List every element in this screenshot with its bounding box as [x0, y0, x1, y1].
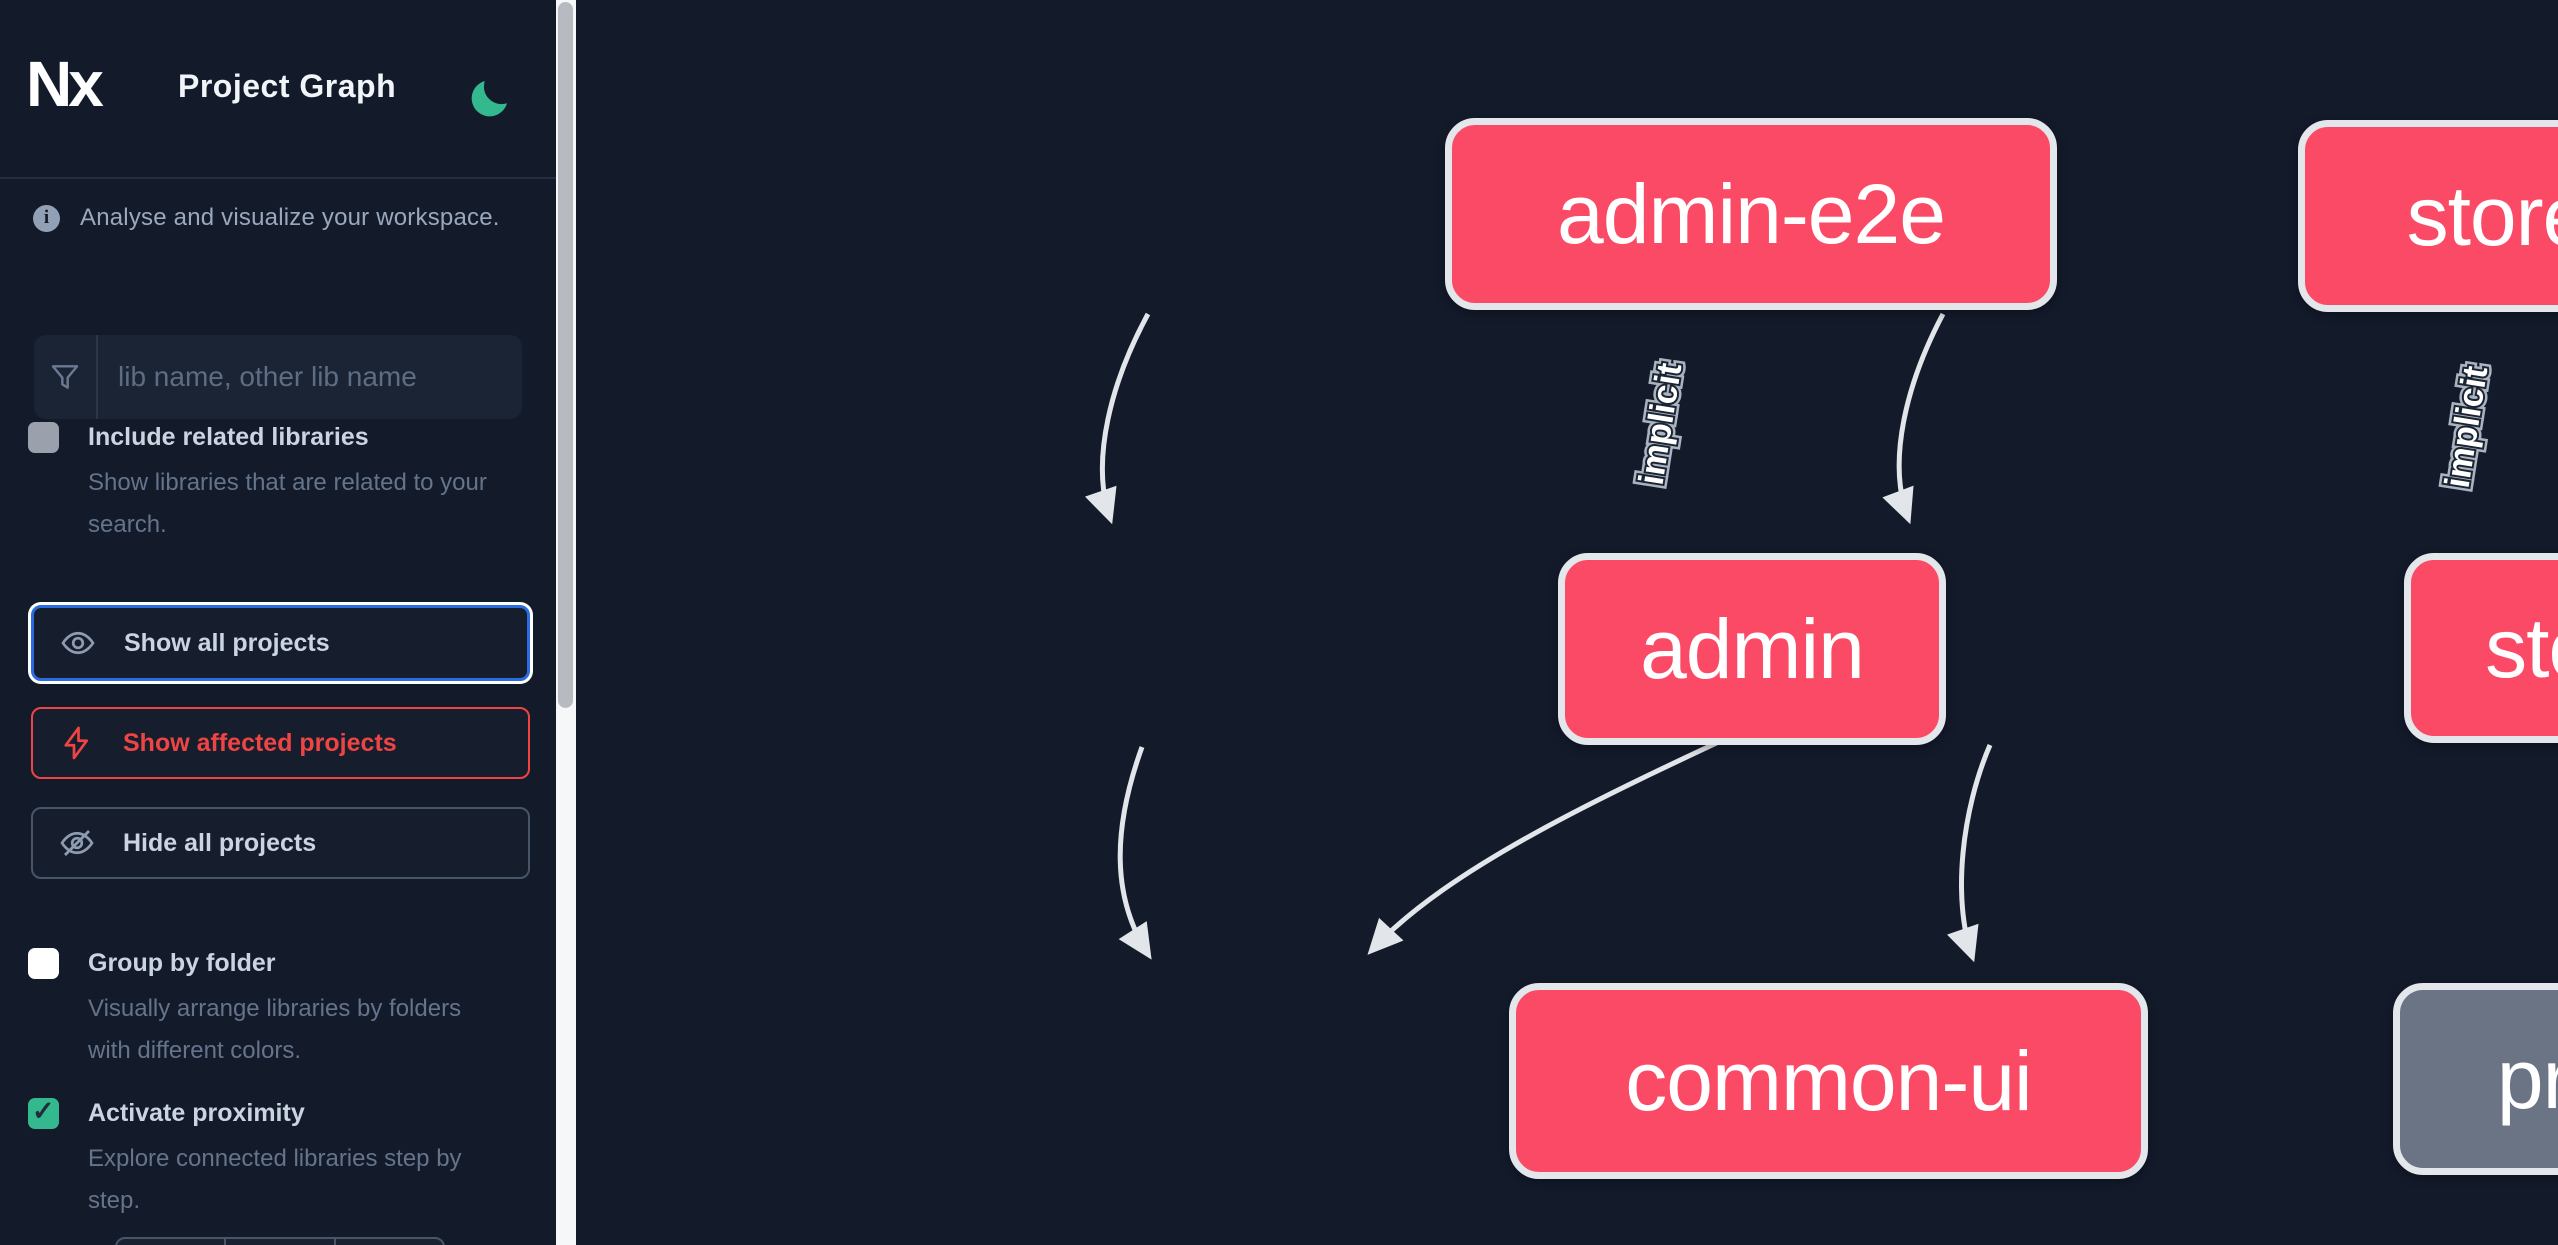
tagline-text: Analyse and visualize your workspace.: [80, 204, 500, 231]
node-label: common-ui: [1625, 1033, 2032, 1128]
option-label: Group by folder: [88, 949, 276, 977]
graph-node-admin[interactable]: admin: [1558, 553, 1946, 745]
graph-node-store[interactable]: store: [2404, 553, 2558, 743]
funnel-icon: [34, 335, 98, 419]
option-group-by-folder: Group by folder Visually arrange librari…: [28, 946, 498, 1072]
sidebar-header: Nx Project Graph: [0, 0, 556, 178]
project-graph-canvas[interactable]: admin-e2e store-e2e admin store common-u…: [576, 0, 2558, 1245]
node-label: admin-e2e: [1557, 166, 1946, 261]
eye-icon: [60, 625, 96, 661]
search-input[interactable]: [98, 337, 522, 417]
option-label: Include related libraries: [88, 423, 369, 451]
button-label: Hide all projects: [123, 828, 317, 857]
group-by-folder-checkbox[interactable]: [28, 948, 59, 979]
option-description: Show libraries that are related to your …: [88, 469, 487, 538]
option-label: Activate proximity: [88, 1099, 305, 1127]
node-label: store-e2e: [2406, 168, 2558, 263]
node-label: admin: [1640, 601, 1865, 696]
hide-all-projects-button[interactable]: Hide all projects: [31, 807, 530, 879]
svg-text:Nx: Nx: [26, 48, 104, 120]
theme-toggle-button[interactable]: [466, 74, 514, 122]
button-label: Show all projects: [124, 628, 330, 657]
button-label: Show affected projects: [123, 728, 397, 757]
nx-logo: Nx: [26, 48, 108, 120]
include-related-checkbox[interactable]: [28, 422, 59, 453]
edge-admin-common-ui: [1117, 746, 1152, 960]
proximity-depth-control[interactable]: [115, 1237, 445, 1245]
option-description: Visually arrange libraries by folders wi…: [88, 995, 462, 1064]
edge-store-e2e-store: [1882, 312, 1946, 525]
option-include-related: Include related libraries Show libraries…: [28, 420, 498, 546]
sidebar: Nx Project Graph i Analyse and visualize…: [0, 0, 576, 1245]
graph-node-admin-e2e[interactable]: admin-e2e: [1445, 118, 2057, 310]
eye-off-icon: [59, 825, 95, 861]
edge-admin-e2e-admin: [1085, 312, 1151, 525]
info-icon: i: [33, 204, 60, 232]
segment-increase[interactable]: [336, 1239, 443, 1245]
sidebar-scrollbar-thumb[interactable]: [558, 2, 573, 708]
bolt-icon: [59, 725, 95, 761]
option-activate-proximity: Activate proximity Explore connected lib…: [28, 1096, 498, 1222]
header-divider: [0, 177, 556, 179]
option-description: Explore connected libraries step by step…: [88, 1145, 462, 1214]
graph-node-products[interactable]: products: [2393, 983, 2558, 1175]
show-all-projects-button[interactable]: Show all projects: [31, 605, 530, 681]
project-filter-search: [34, 335, 522, 419]
sidebar-scrollbar-track[interactable]: [556, 0, 576, 1245]
tagline-row: i Analyse and visualize your workspace.: [33, 204, 500, 232]
show-affected-projects-button[interactable]: Show affected projects: [31, 707, 530, 779]
page-title: Project Graph: [178, 68, 397, 104]
edge-store-products: [1947, 744, 1993, 963]
activate-proximity-checkbox[interactable]: [28, 1096, 59, 1129]
graph-node-store-e2e[interactable]: store-e2e: [2298, 120, 2558, 312]
segment-decrease[interactable]: [117, 1239, 227, 1245]
node-label: store: [2485, 600, 2558, 695]
graph-node-common-ui[interactable]: common-ui: [1509, 983, 2148, 1179]
node-label: products: [2496, 1031, 2558, 1126]
moon-icon: [471, 81, 507, 117]
segment-value: [226, 1239, 336, 1245]
